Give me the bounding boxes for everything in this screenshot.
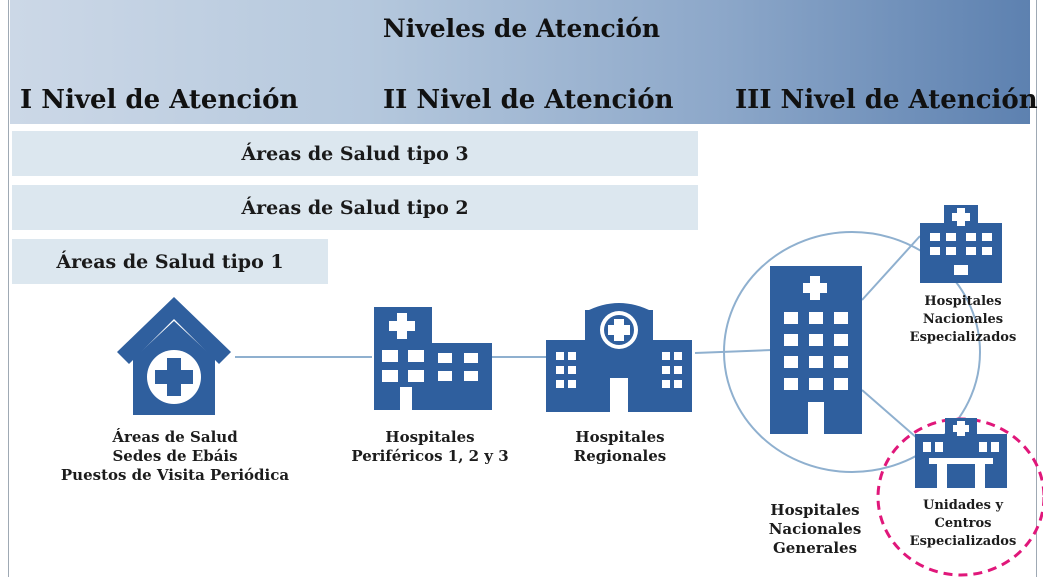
- hospital-tower-icon: [770, 266, 862, 434]
- hospital-regional-icon: [546, 303, 692, 412]
- level-3-heading: III Nivel de Atención: [735, 85, 1038, 115]
- area-type-3-bar: Áreas de Salud tipo 3: [12, 131, 698, 176]
- hospital-specialized-icon: [920, 205, 1002, 283]
- diagram-frame: [8, 0, 1037, 577]
- page-title: Niveles de Atención: [382, 14, 661, 43]
- area-type-2-bar: Áreas de Salud tipo 2: [12, 185, 698, 230]
- header-band: [10, 0, 1030, 124]
- level-2-heading: II Nivel de Atención: [383, 85, 674, 115]
- house-cross-icon: [117, 297, 231, 415]
- level-1-heading: I Nivel de Atención: [20, 85, 299, 115]
- area-type-1-bar: Áreas de Salud tipo 1: [12, 239, 328, 284]
- specialized-unit-icon: [915, 418, 1007, 488]
- hospital-peripheral-icon: [374, 307, 492, 410]
